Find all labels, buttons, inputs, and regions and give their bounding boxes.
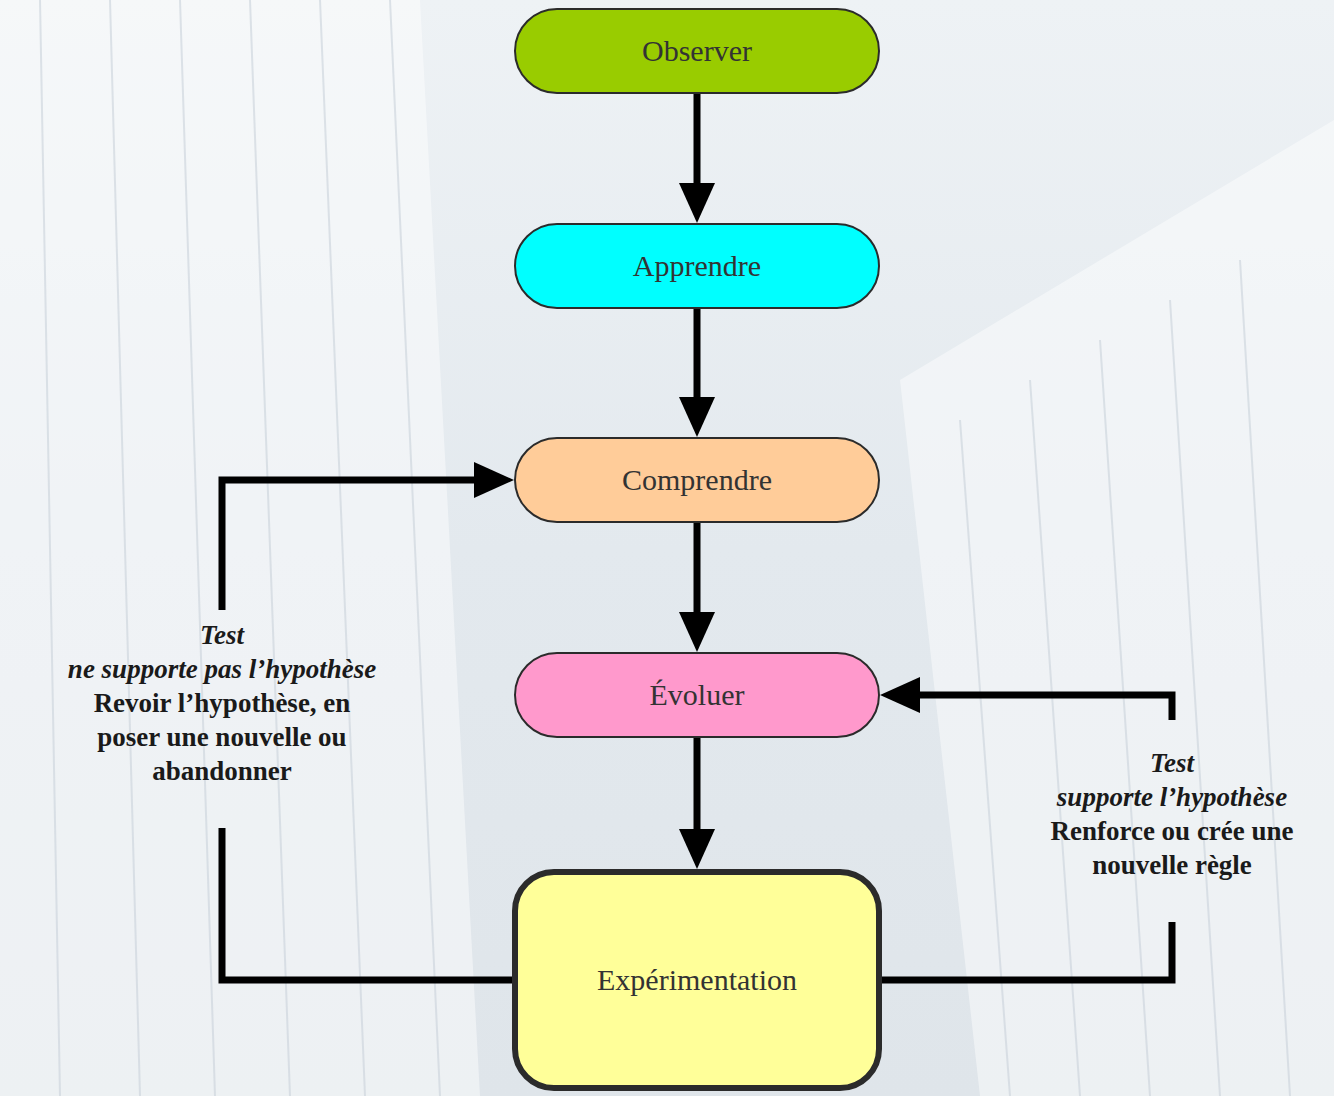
edge-label: Test	[2, 618, 442, 652]
step-label: Apprendre	[633, 249, 761, 283]
arrowhead	[679, 612, 715, 652]
step-label: Évoluer	[650, 678, 745, 712]
step-label: Observer	[642, 34, 752, 68]
step-pill: Apprendre	[514, 223, 880, 309]
flow-arrow	[679, 523, 715, 652]
step-pill: Comprendre	[514, 437, 880, 523]
note-text: supporte l’hypothèse	[1012, 780, 1332, 814]
arrowhead	[679, 183, 715, 223]
flow-arrow	[679, 738, 715, 869]
note-text: Revoir l’hypothèse, en poser une nouvell…	[77, 686, 367, 788]
arrowhead	[474, 462, 514, 498]
step-label: Expérimentation	[597, 963, 797, 997]
edge-label: Test	[1012, 746, 1332, 780]
experiment-box: Expérimentation	[512, 869, 882, 1091]
arrowhead	[679, 397, 715, 437]
note-text: Renforce ou crée une nouvelle règle	[1047, 814, 1297, 882]
flow-arrow	[679, 94, 715, 223]
step-label: Comprendre	[622, 463, 772, 497]
note-text: ne supporte pas l’hypothèse	[2, 652, 442, 686]
flow-arrow	[222, 462, 514, 980]
step-pill: Évoluer	[514, 652, 880, 738]
arrowhead	[679, 829, 715, 869]
flow-arrow	[679, 309, 715, 437]
arrowhead	[880, 677, 920, 713]
step-pill: Observer	[514, 8, 880, 94]
